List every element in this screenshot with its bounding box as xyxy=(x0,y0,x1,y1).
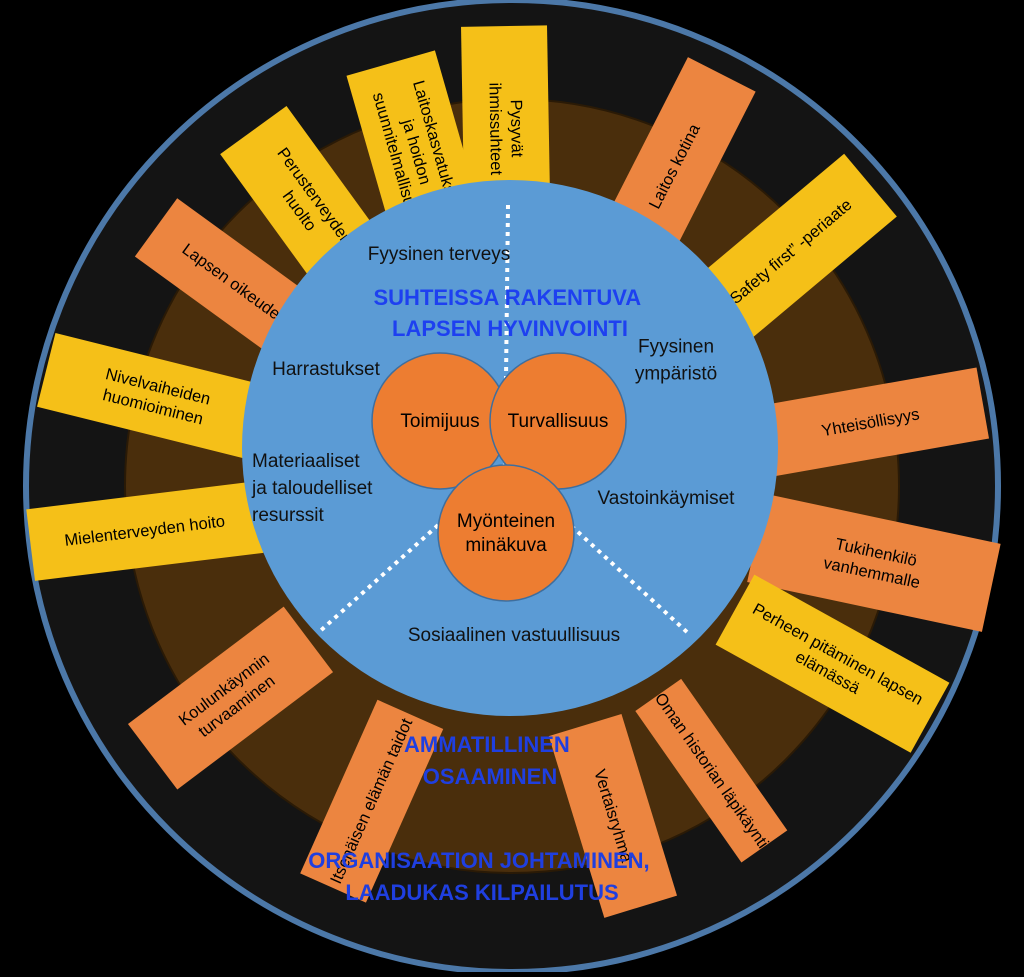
core-label: Vastoinkäymiset xyxy=(598,488,736,509)
core-title-line: SUHTEISSA RAKENTUVA xyxy=(374,285,642,310)
petal-label-line: Toimijuus xyxy=(400,411,479,432)
practice-bar-shape xyxy=(715,574,950,753)
practice-bar-shape xyxy=(26,481,264,581)
core-label-line: Harrastukset xyxy=(272,359,380,380)
practice-bar: Pysyvätihmissuhteet xyxy=(461,25,551,232)
practice-bar: Koulunkäynninturvaaminen xyxy=(127,606,334,790)
middle-ring-title-line: AMMATILLINEN xyxy=(404,732,570,757)
core-label-line: ja taloudelliset xyxy=(251,478,373,499)
middle-ring-title-line: OSAAMINEN xyxy=(423,764,557,789)
outer-ring-title-line: LAADUKAS KILPAILUTUS xyxy=(345,880,618,905)
practice-bar: Tukihenkilövanhemmalle xyxy=(747,493,1001,632)
core-label: Fyysinen terveys xyxy=(368,244,511,265)
practice-bar-label-line: ihmissuhteet xyxy=(485,82,505,175)
practice-bar-shape xyxy=(548,713,678,918)
petal-label: Toimijuus xyxy=(400,411,479,432)
outer-ring-title: ORGANISAATION JOHTAMINEN, LAADUKAS KILPA… xyxy=(308,848,656,905)
practice-bar: Mielenterveyden hoito xyxy=(26,481,264,581)
outer-ring-title-line: ORGANISAATION JOHTAMINEN, xyxy=(308,848,649,873)
practice-bar: Nivelvaiheidenhuomioiminen xyxy=(37,333,274,462)
core-title: SUHTEISSA RAKENTUVA LAPSEN HYVINVOINTI xyxy=(374,285,647,341)
practice-bar-shape xyxy=(127,606,334,790)
core-label: Sosiaalinen vastuullisuus xyxy=(408,625,620,646)
practice-bar-shape xyxy=(751,367,990,479)
core-title-line: LAPSEN HYVINVOINTI xyxy=(392,316,628,341)
core-label-line: Sosiaalinen vastuullisuus xyxy=(408,625,620,646)
practice-bar-shape xyxy=(747,493,1001,632)
petal-label: Turvallisuus xyxy=(508,411,609,432)
petal-label-line: Myönteinen xyxy=(457,511,555,532)
middle-ring-title: AMMATILLINEN OSAAMINEN xyxy=(404,732,576,789)
core-label: Harrastukset xyxy=(272,359,380,380)
practice-bar-label-line: Pysyvät xyxy=(507,99,526,157)
petal-circle xyxy=(437,464,575,602)
practice-bar-label: Pysyvätihmissuhteet xyxy=(485,82,526,176)
practice-bar: Yhteisöllisyys xyxy=(751,367,990,479)
core-label: Materiaaliset ja taloudelliset resurssit xyxy=(251,451,373,526)
practice-bar: Vertaisryhmä xyxy=(548,713,678,918)
petal-label: Myönteinen minäkuva xyxy=(457,511,555,556)
practice-bar-shape xyxy=(300,699,444,903)
core-label-line: Fyysinen xyxy=(638,336,714,357)
core-label: Fyysinen ympäristö xyxy=(635,336,717,384)
core-label-line: Fyysinen terveys xyxy=(368,244,511,265)
petal-label-line: minäkuva xyxy=(465,535,547,556)
core-label-line: ympäristö xyxy=(635,363,717,384)
core-label-line: Vastoinkäymiset xyxy=(598,488,736,509)
core-label-line: Materiaaliset xyxy=(252,451,360,472)
core-label-line: resurssit xyxy=(252,505,325,526)
petal-label-line: Turvallisuus xyxy=(508,411,609,432)
practice-bar-shape xyxy=(461,25,551,232)
practice-bar-shape xyxy=(635,678,788,863)
practice-bar-shape xyxy=(37,333,274,462)
